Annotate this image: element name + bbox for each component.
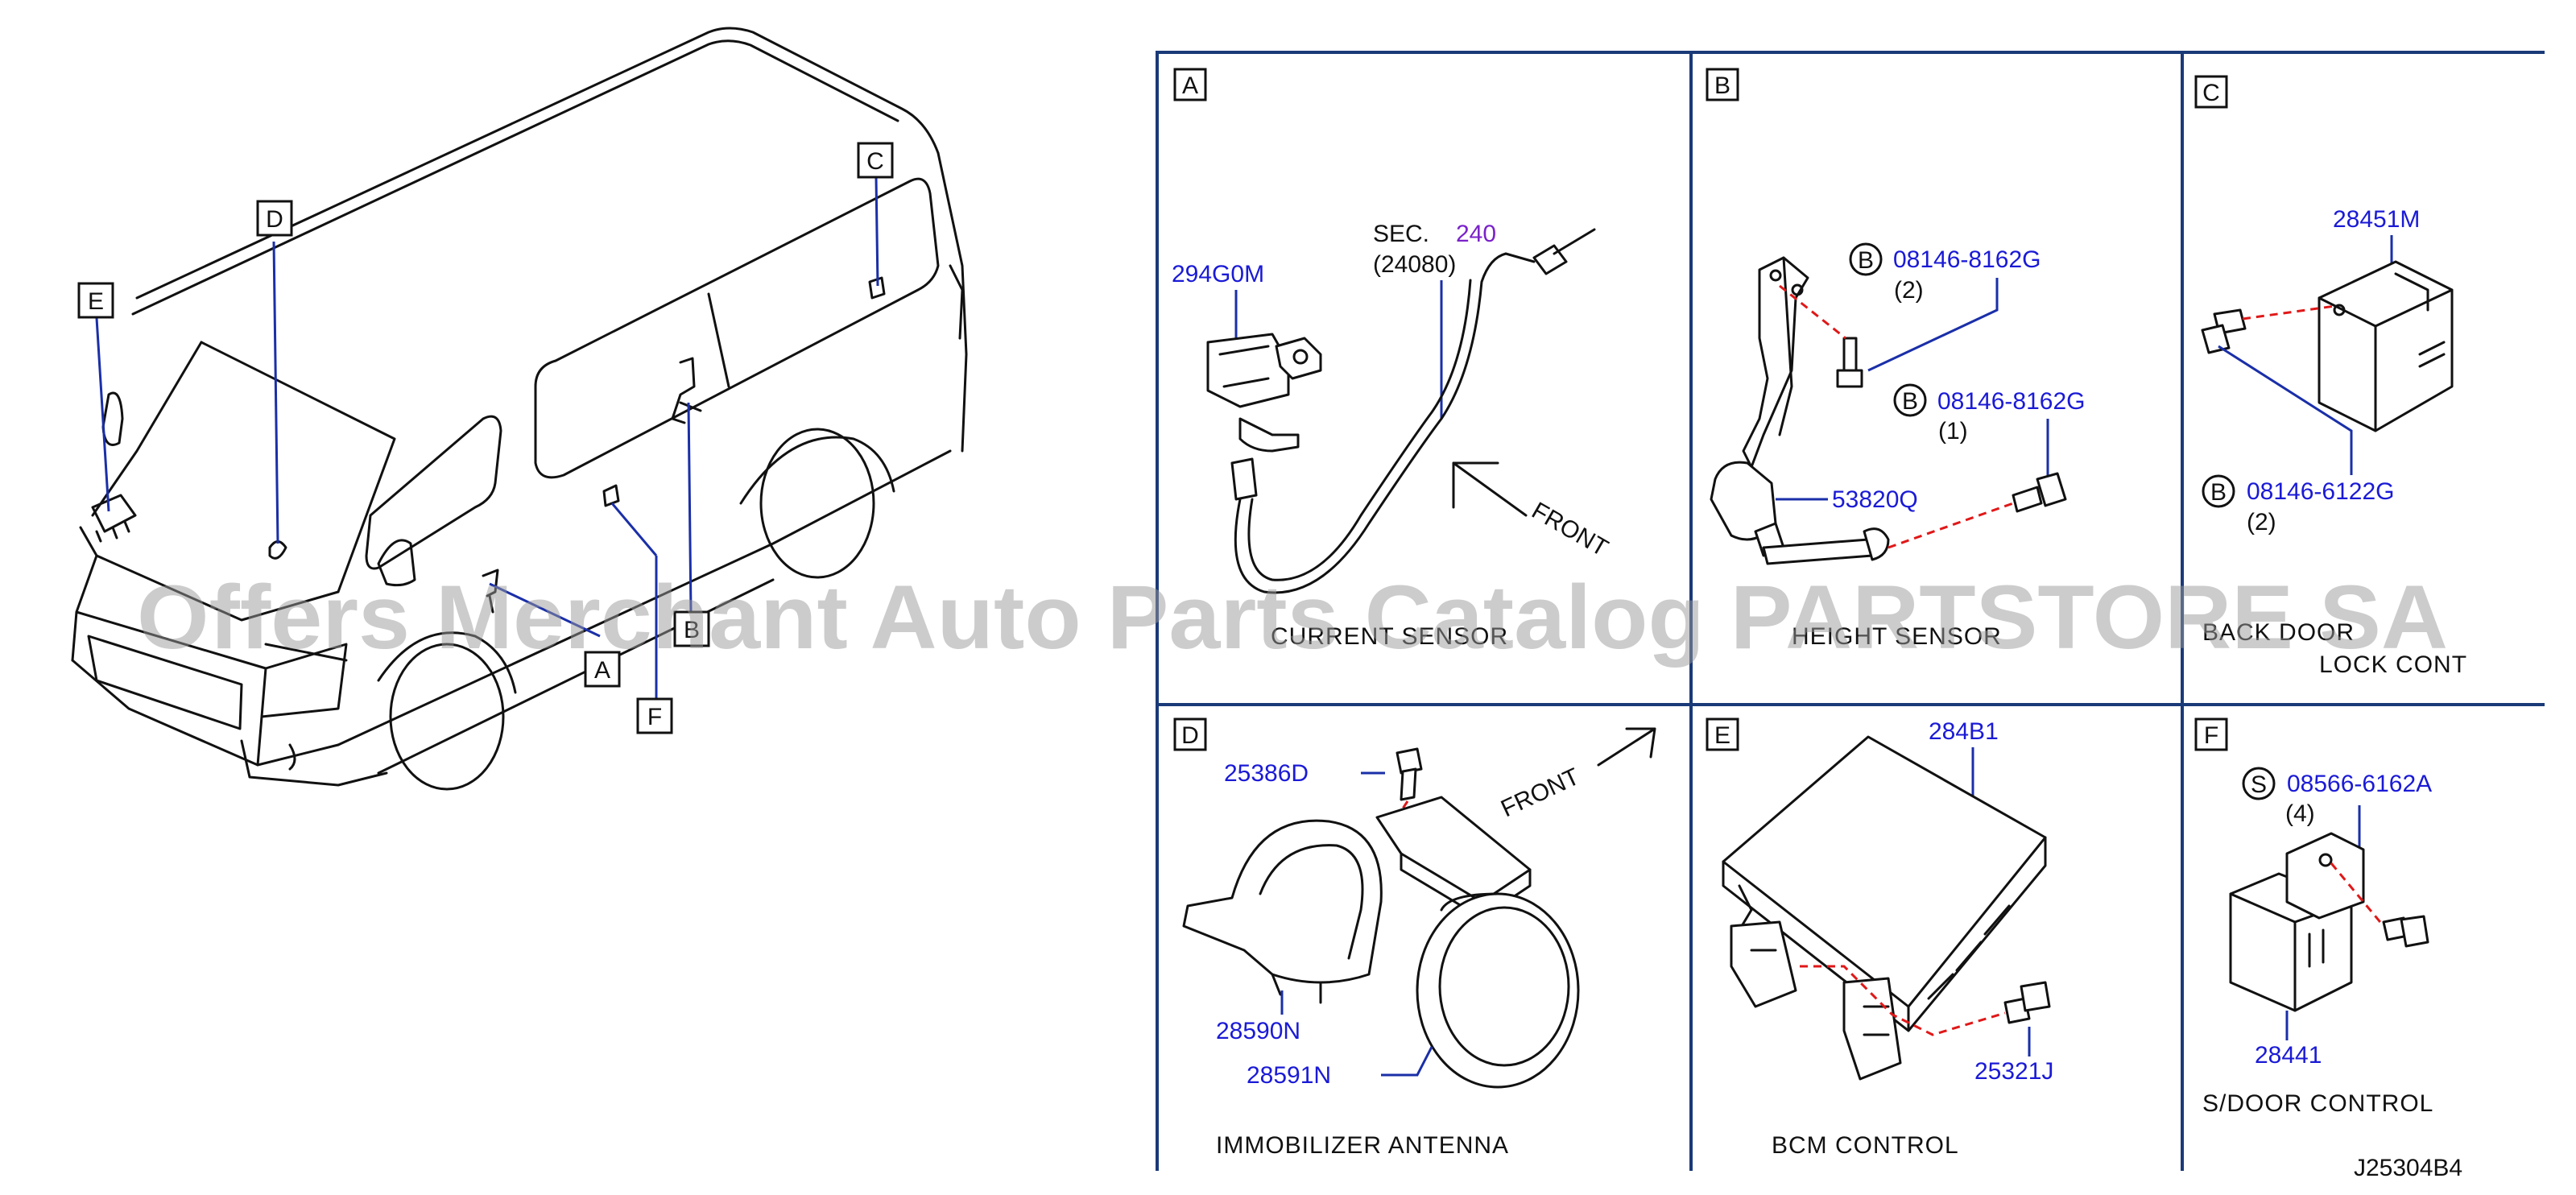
callout-e: E	[88, 288, 104, 315]
callout-box-b	[673, 610, 710, 647]
panel-b-badge-2: B	[1902, 388, 1918, 415]
panel-b-letter: B	[1714, 72, 1730, 99]
part-08146-8162g-b: 08146-8162G	[1937, 388, 2086, 415]
panel-b-qty-2: (1)	[1938, 418, 1968, 445]
panel-f: F S 08566-6162A (4) 28441 S/DOOR CONTROL	[2194, 717, 2433, 1117]
sec-number: 240	[1456, 221, 1496, 247]
panel-f-caption: S/DOOR CONTROL	[2202, 1090, 2433, 1117]
sec-prefix: SEC.	[1373, 221, 1429, 247]
panel-e: E 284B1 25321J BCM CONTROL	[1706, 717, 2053, 1159]
callout-box-a	[584, 651, 621, 688]
part-284b1: 284B1	[1929, 718, 1999, 745]
panel-b-qty-1: (2)	[1894, 277, 1924, 304]
part-25386d: 25386D	[1224, 760, 1309, 787]
antenna-bracket-shape	[1182, 819, 1383, 984]
panel-d-letter: D	[1181, 722, 1199, 749]
panel-c-caption-1: BACK DOOR	[2202, 619, 2355, 646]
panel-c-caption-2: LOCK CONT	[2319, 651, 2467, 678]
panel-c: C 28451M B 08146-6122G (2) BACK DOOR LOC…	[2194, 75, 2467, 678]
callout-box-c	[857, 142, 894, 179]
panel-b-badge-1: B	[1858, 247, 1874, 274]
part-25321j: 25321J	[1974, 1058, 2053, 1085]
callout-a: A	[594, 657, 610, 684]
callout-f: F	[647, 704, 662, 730]
panel-a-caption: CURRENT SENSOR	[1271, 623, 1508, 650]
part-08146-8162g-a: 08146-8162G	[1893, 246, 2041, 273]
panel-c-letter: C	[2202, 80, 2220, 106]
panel-d: D 25386D 28590N 28591N FRONT IMMOBILIZER…	[1173, 717, 1656, 1159]
panel-c-badge: B	[2210, 479, 2227, 506]
part-28441: 28441	[2255, 1042, 2322, 1069]
diagram-code: J25304B4	[2354, 1155, 2462, 1181]
watermark: Offers Merchant Auto Parts Catalog PARTS…	[137, 567, 2448, 668]
van-illustration: E D C B A F	[71, 27, 968, 791]
callout-box-f	[636, 697, 673, 734]
panel-grid	[1156, 51, 2545, 1171]
callout-b: B	[684, 617, 700, 643]
callout-d: D	[266, 206, 283, 233]
panel-f-qty: (4)	[2285, 800, 2315, 827]
panel-b: B B 08146-8162G (2) B 08146-8162G (1) 53…	[1706, 68, 2086, 650]
panel-a-front: FRONT	[1528, 497, 1613, 561]
panel-c-qty: (2)	[2247, 509, 2276, 535]
part-294g0m: 294G0M	[1172, 261, 1264, 287]
lock-control-shape	[2318, 260, 2454, 432]
panel-f-letter: F	[2204, 722, 2218, 749]
part-28591n: 28591N	[1247, 1062, 1331, 1089]
sec-sub: (24080)	[1373, 251, 1456, 278]
antenna-ring-shape	[1416, 892, 1580, 1089]
part-28451m: 28451M	[2333, 206, 2420, 233]
panel-a-letter: A	[1182, 72, 1198, 99]
panel-f-badge: S	[2251, 771, 2267, 798]
part-28590n: 28590N	[1216, 1018, 1300, 1044]
part-08566-6162a: 08566-6162A	[2287, 771, 2432, 797]
height-sensor-shape	[1742, 256, 1809, 469]
callout-box-e	[77, 282, 114, 319]
callout-box-d	[256, 200, 293, 237]
panel-b-caption: HEIGHT SENSOR	[1792, 623, 2002, 650]
panel-e-letter: E	[1714, 722, 1730, 749]
part-08146-6122g: 08146-6122G	[2247, 478, 2395, 505]
part-53820q: 53820Q	[1832, 486, 1918, 513]
callout-c: C	[866, 148, 884, 175]
panel-a: A 294G0M SEC. 240 (24080) FRONT CURRENT …	[1172, 68, 1613, 650]
panel-d-front: FRONT	[1497, 763, 1584, 823]
panel-e-caption: BCM CONTROL	[1772, 1132, 1959, 1159]
panel-d-caption: IMMOBILIZER ANTENNA	[1216, 1132, 1509, 1159]
